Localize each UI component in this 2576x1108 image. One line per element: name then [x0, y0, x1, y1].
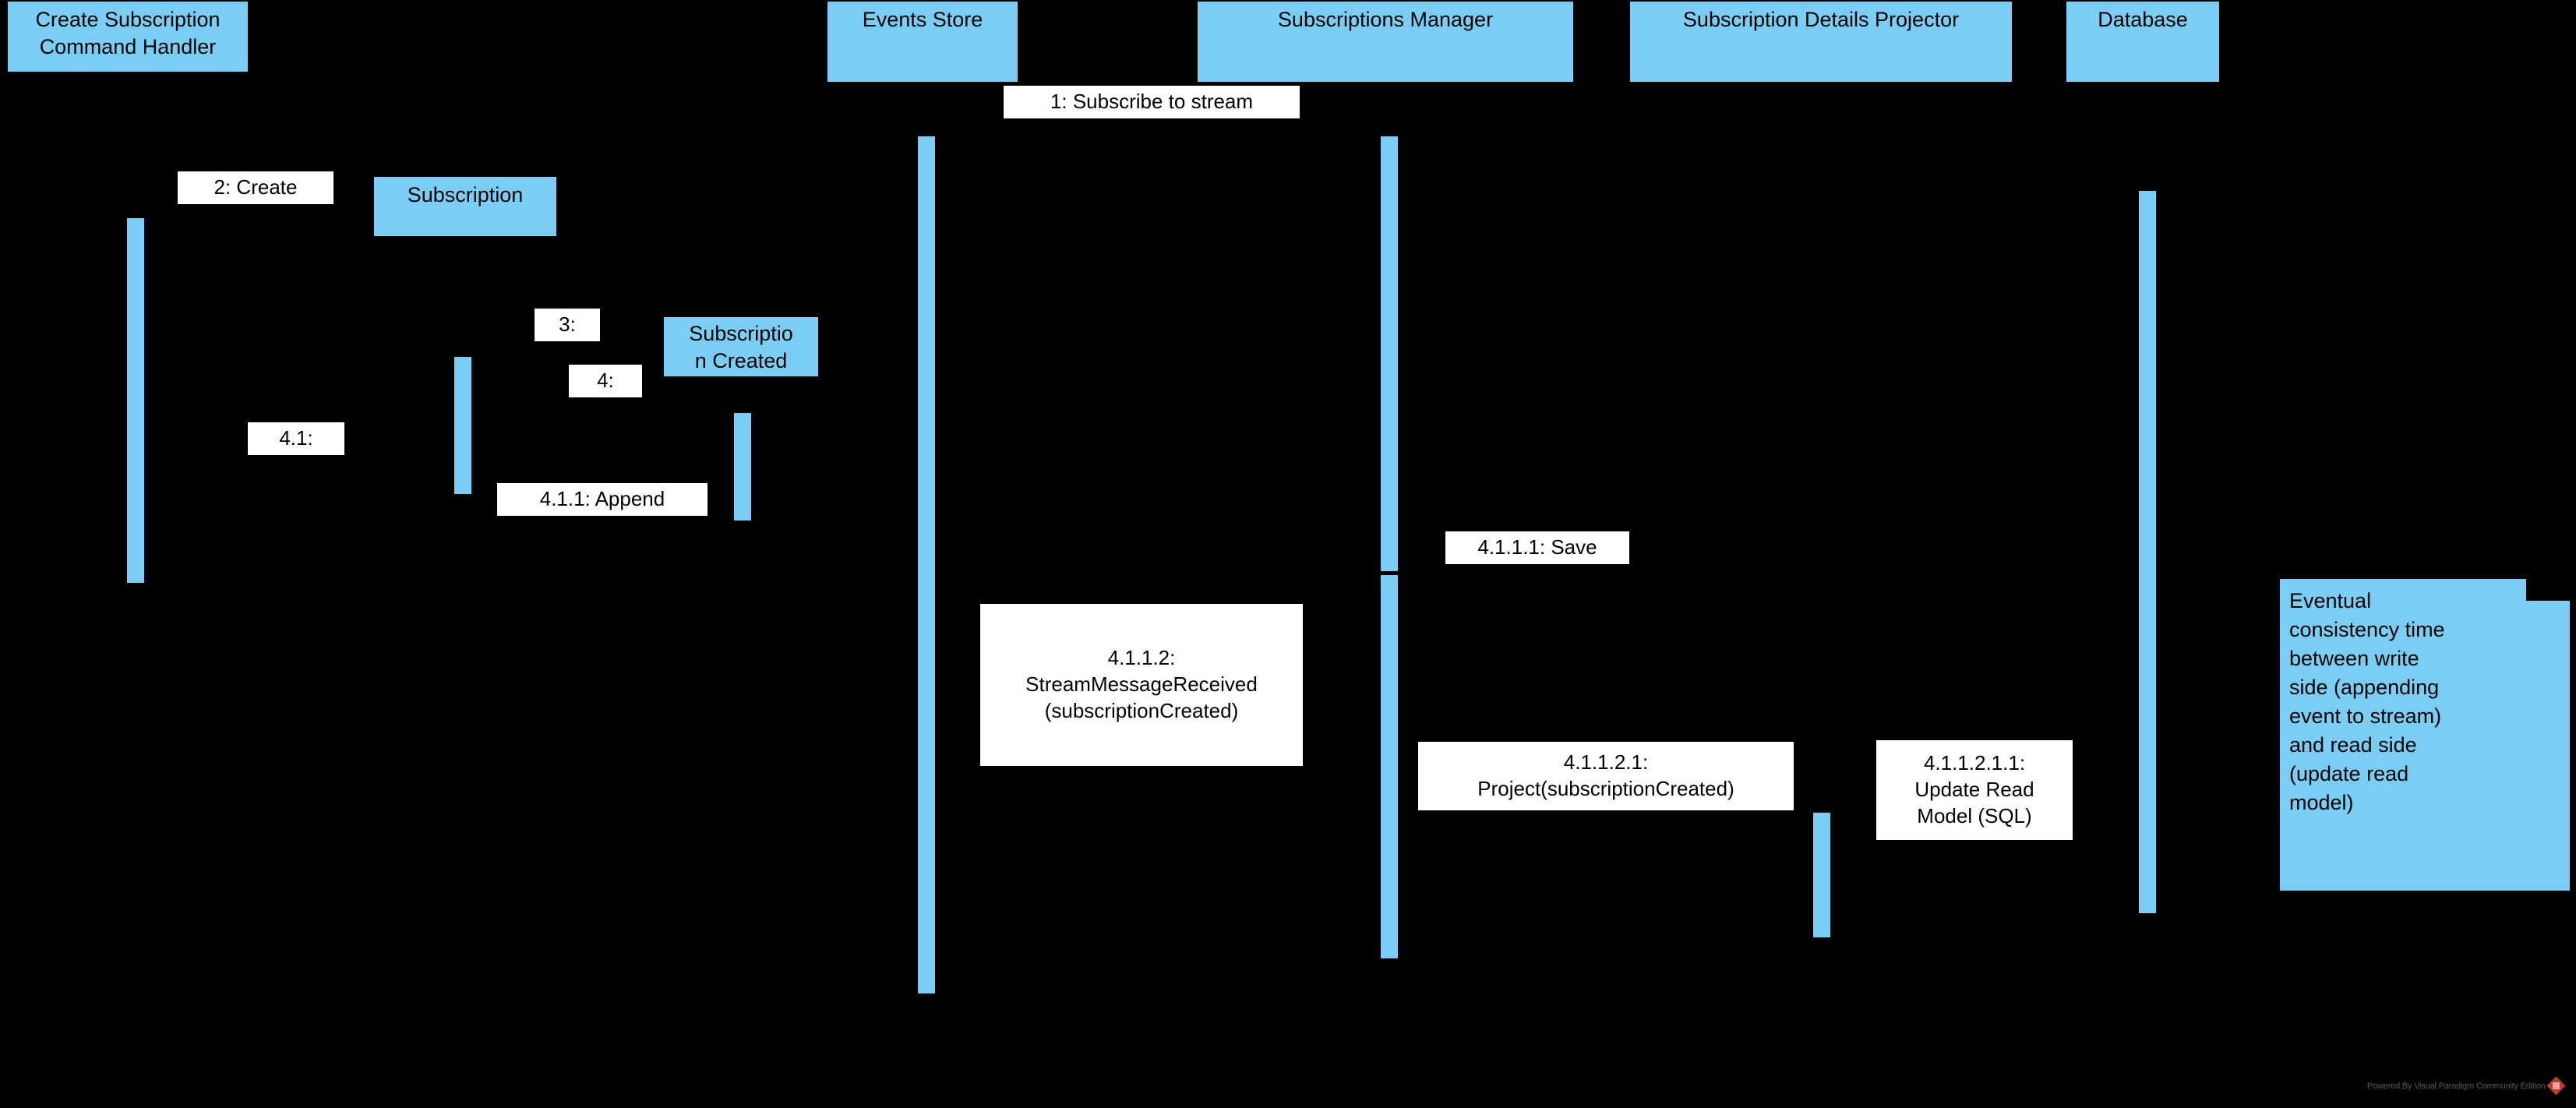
participant-label: Subscription Details Projector — [1682, 8, 1960, 31]
participant-label: Events Store — [862, 8, 983, 31]
activation-bar-events-store — [918, 136, 935, 993]
participant-create-subscription-command-handler[interactable]: Create Subscription Command Handler — [6, 0, 249, 73]
eventual-consistency-note: Eventual consistency time between write … — [2280, 579, 2570, 891]
message-label-4-1-1-2-stream-message-received[interactable]: 4.1.1.2: StreamMessageReceived (subscrip… — [980, 604, 1303, 766]
activation-bar-subscription — [454, 357, 471, 494]
activation-bar-subscriptions-manager-lower — [1381, 575, 1398, 958]
participant-label: Database — [2098, 8, 2188, 31]
participant-subscription[interactable]: Subscription — [372, 175, 558, 238]
activation-bar-subscriptions-manager-upper — [1381, 136, 1398, 571]
activation-bar-command-handler — [127, 218, 144, 583]
message-label-4-1-1-2-1-1-update-read-model[interactable]: 4.1.1.2.1.1: Update Read Model (SQL) — [1876, 740, 2073, 840]
message-label-4-1[interactable]: 4.1: — [248, 422, 344, 455]
message-label-4-1-1-append[interactable]: 4.1.1: Append — [497, 483, 708, 516]
message-label-4[interactable]: 4: — [569, 365, 642, 397]
activation-bar-subscription-created — [734, 413, 751, 520]
participant-events-store[interactable]: Events Store — [826, 0, 1019, 83]
activation-bar-subscription-details-projector — [1813, 813, 1830, 937]
participant-database[interactable]: Database — [2065, 0, 2221, 83]
message-label-create[interactable]: 2: Create — [178, 171, 333, 204]
participant-label: Subscriptio n Created — [689, 322, 793, 372]
message-label-4-1-1-1-save[interactable]: 4.1.1.1: Save — [1445, 531, 1629, 564]
participant-subscription-details-projector[interactable]: Subscription Details Projector — [1629, 0, 2013, 83]
message-label-4-1-1-2-1-project[interactable]: 4.1.1.2.1: Project(subscriptionCreated) — [1418, 742, 1794, 810]
watermark-label: Powered By Visual Paradigm Community Edi… — [2367, 1081, 2546, 1091]
participant-label: Create Subscription Command Handler — [35, 8, 221, 58]
participant-subscription-created[interactable]: Subscriptio n Created — [662, 316, 820, 378]
watermark: Powered By Visual Paradigm Community Edi… — [2367, 1076, 2566, 1096]
participant-subscriptions-manager[interactable]: Subscriptions Manager — [1196, 0, 1575, 83]
participant-label: Subscription — [407, 183, 524, 206]
activation-bar-database — [2139, 191, 2156, 913]
visual-paradigm-logo-icon — [2546, 1076, 2566, 1096]
message-label-subscribe-to-stream[interactable]: 1: Subscribe to stream — [1004, 86, 1300, 118]
message-label-3[interactable]: 3: — [535, 309, 600, 341]
participant-label: Subscriptions Manager — [1277, 8, 1494, 31]
